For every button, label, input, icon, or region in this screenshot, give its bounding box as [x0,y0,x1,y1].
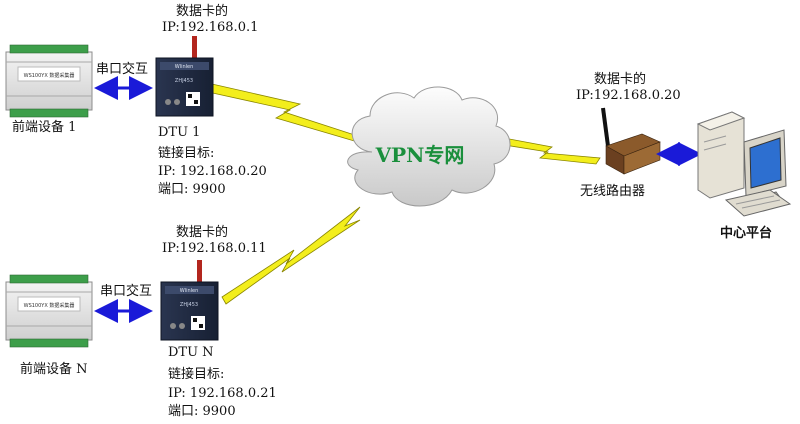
dtuN-target-title: 链接目标: [168,367,225,382]
dtuN-name: DTU N [168,345,214,360]
front-device-1-icon: WS100YX 数据采集器 [5,44,93,118]
dtu1-target-title: 链接目标: [158,146,215,161]
dtu1-name: DTU 1 [158,125,201,140]
front-device-n-icon: WS100YX 数据采集器 [5,274,93,348]
center-pc-icon [696,111,792,217]
dtuN-card-caption: 数据卡的 [176,225,229,240]
dtu1-target-ip: IP: 192.168.0.20 [158,164,267,179]
dtu1-target-port: 端口: 9900 [158,182,226,197]
dtuN-brand: Wlinlen [180,288,199,294]
dtu1-brand: Wlinlen [175,64,194,70]
dtuN-target-ip: IP: 192.168.0.21 [168,386,277,401]
vpn-cloud: VPN专网 [347,86,511,207]
wireless-router-icon [601,107,661,175]
serial-link-n-label: 串口交互 [100,284,153,299]
dtu1-icon: Wlinlen ZHJ453 [155,36,214,117]
front-device-1-panel: WS100YX 数据采集器 [24,72,75,79]
dtuN-target-port: 端口: 9900 [168,404,236,419]
serial-link-1-label: 串口交互 [96,62,149,77]
wireless-link-dtuN [221,206,361,305]
dtu1-card-caption: 数据卡的 [176,4,229,19]
dtuN-icon: Wlinlen ZHJ453 [160,260,219,341]
router-label: 无线路由器 [580,184,646,199]
dtuN-card-ip: IP:192.168.0.11 [162,241,267,256]
dtu1-card-ip: IP:192.168.0.1 [162,20,259,35]
front-device-n-panel: WS100YX 数据采集器 [24,302,75,309]
dtu1-model: ZHJ453 [175,78,193,84]
front-device-n-label: 前端设备 N [20,362,88,377]
router-ip: IP:192.168.0.20 [576,88,681,103]
wireless-link-dtu1 [207,83,371,146]
center-platform-label: 中心平台 [720,226,773,241]
vpn-label: VPN专网 [375,143,465,167]
router-card-caption: 数据卡的 [594,72,647,87]
dtuN-model: ZHJ453 [180,302,198,308]
front-device-1-label: 前端设备 1 [12,120,77,135]
